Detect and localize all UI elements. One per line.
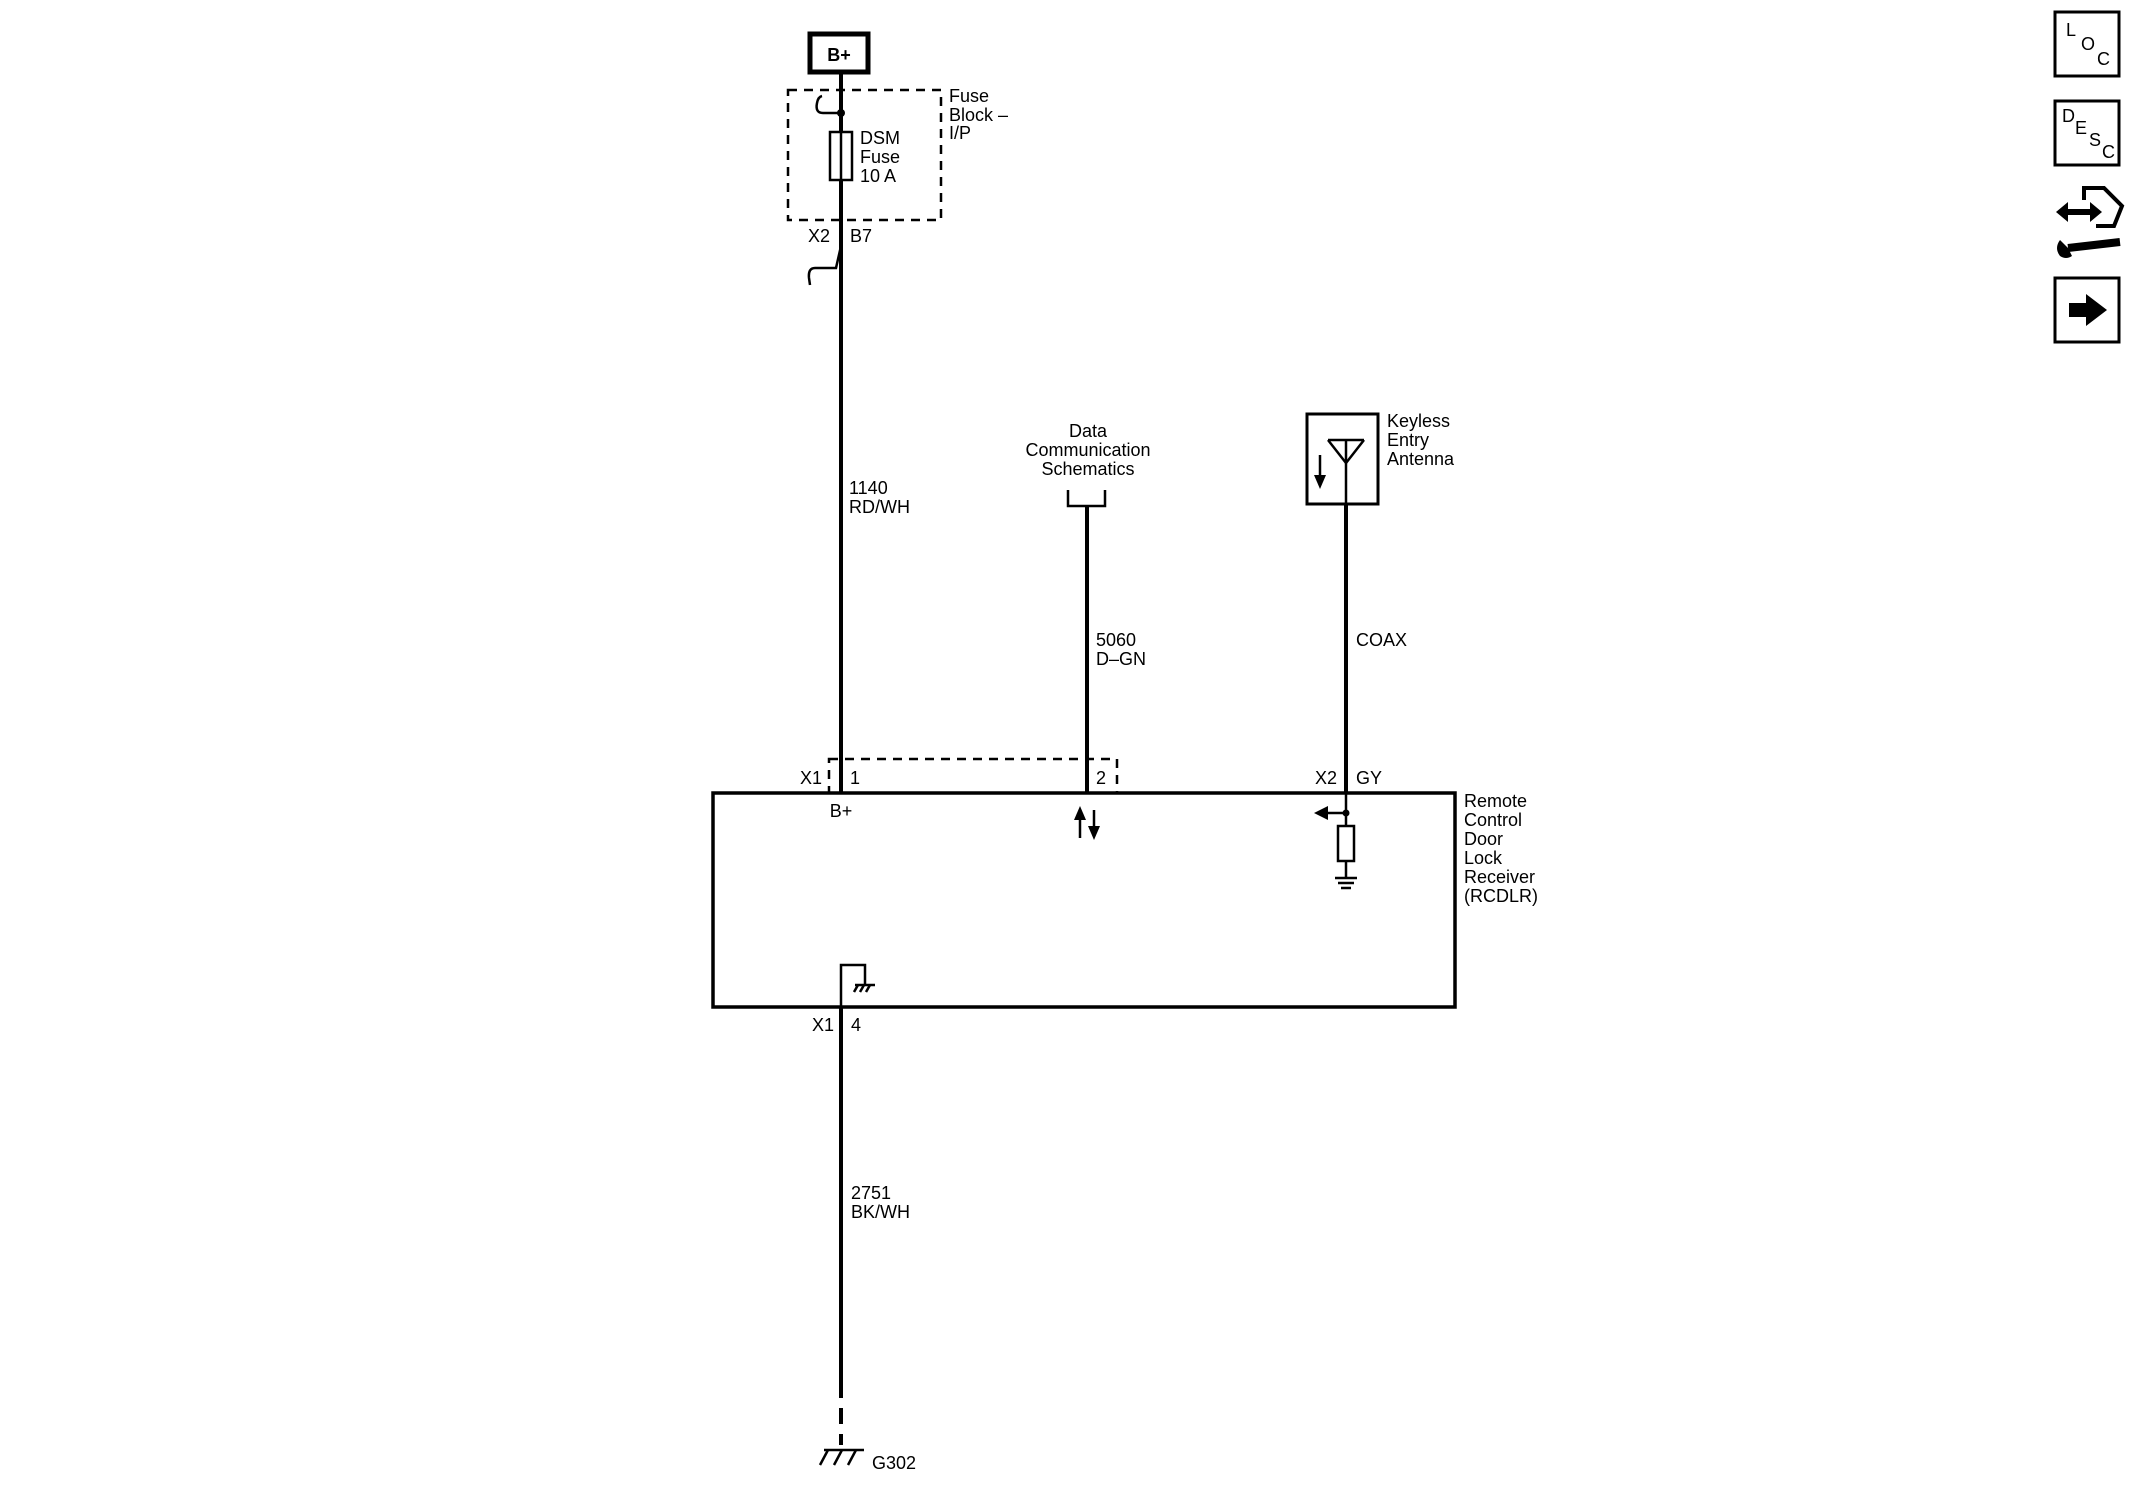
receiver-connector-x1-pin-1: 1 [850, 768, 860, 788]
antenna-line-2: Entry [1387, 430, 1429, 450]
description-letter-s: S [2089, 130, 2101, 150]
data-comm-line-1: Data [1069, 421, 1108, 441]
arrow-right-icon [2069, 294, 2107, 326]
description-letter-d: D [2062, 106, 2075, 126]
circuit-data-color: D–GN [1096, 649, 1146, 669]
fuse-block: Fuse Block – I/P [786, 86, 1008, 222]
receiver-power-pin-label: B+ [830, 801, 853, 821]
fuse-block-name-2: Block – [949, 105, 1008, 125]
antenna-line-3: Antenna [1387, 449, 1455, 469]
circuit-power-number: 1140 [849, 478, 888, 498]
fuse: DSM Fuse 10 A [828, 113, 900, 186]
receiver-connector-x2-id: X2 [1315, 768, 1337, 788]
receiver-ground-connector-id: X1 [812, 1015, 834, 1035]
fuse-block-name-1: Fuse [949, 86, 989, 106]
receiver-connector-x2-pin: GY [1356, 768, 1382, 788]
fuse-block-connector-pin: B7 [850, 226, 872, 246]
receiver-name-6: (RCDLR) [1464, 886, 1538, 906]
location-letter-o: O [2081, 34, 2095, 54]
receiver-connector-x1: X1 1 2 [800, 757, 1119, 795]
receiver-name-5: Receiver [1464, 867, 1535, 887]
receive-arrow-icon [1314, 455, 1326, 489]
description-letter-e: E [2075, 118, 2087, 138]
signal-arrow-left-icon [1314, 806, 1328, 820]
fuse-block-name-3: I/P [949, 123, 971, 143]
bidirectional-arrow-icon [1074, 806, 1100, 840]
diagnostic-button[interactable] [2056, 186, 2125, 258]
resistor-icon [1336, 824, 1356, 863]
circuit-data-number: 5060 [1096, 630, 1136, 650]
receiver-name-4: Lock [1464, 848, 1503, 868]
receiver-ground-connector: X1 4 [812, 1015, 861, 1035]
fuse-line-3: 10 A [860, 166, 896, 186]
chassis-ground-icon [1335, 876, 1357, 890]
ground-icon [818, 1448, 864, 1466]
circuit-ground-color: BK/WH [851, 1202, 910, 1222]
next-button[interactable] [2053, 276, 2121, 344]
receiver-connector-x2: X2 GY [1315, 768, 1382, 788]
ground-label: G302 [872, 1453, 916, 1473]
antenna: Keyless Entry Antenna [1305, 411, 1455, 506]
circuit-power-color: RD/WH [849, 497, 910, 517]
fuse-block-connector: X2 B7 [807, 226, 872, 286]
receiver-connector-x1-pin-2: 2 [1096, 768, 1106, 788]
power-source-label: B+ [827, 45, 851, 65]
internal-ground-icon [839, 963, 875, 1007]
fuse-line-1: DSM [860, 128, 900, 148]
data-comm-line-2: Communication [1025, 440, 1150, 460]
data-comm-reference[interactable]: Data Communication Schematics [1025, 421, 1151, 508]
fuse-block-connector-icon [807, 245, 843, 286]
ground-g302: G302 [818, 1448, 916, 1473]
data-comm-bracket-icon [1066, 490, 1107, 508]
description-letter-c: C [2102, 142, 2115, 162]
location-button[interactable]: L O C [2053, 10, 2121, 78]
circuit-ground-number: 2751 [851, 1183, 891, 1203]
receiver-name-1: Remote [1464, 791, 1527, 811]
fuse-block-connector-id: X2 [808, 226, 830, 246]
antenna-input-circuit [1314, 793, 1357, 890]
circuit-antenna-label: COAX [1356, 630, 1407, 650]
location-letter-l: L [2066, 20, 2076, 40]
receiver-name-3: Door [1464, 829, 1503, 849]
receiver-connector-x1-id: X1 [800, 768, 822, 788]
antenna-icon [1327, 438, 1365, 504]
power-source: B+ [807, 31, 871, 75]
receiver-module: B+ [711, 791, 1538, 1009]
fuse-inlet-connector-icon [815, 94, 841, 115]
location-letter-c: C [2097, 49, 2110, 69]
description-button[interactable]: D E S C [2053, 99, 2121, 167]
antenna-line-1: Keyless [1387, 411, 1450, 431]
receiver-ground-connector-pin: 4 [851, 1015, 861, 1035]
connector-wrench-icon [2056, 186, 2125, 258]
fuse-line-2: Fuse [860, 147, 900, 167]
receiver-name-2: Control [1464, 810, 1522, 830]
data-comm-line-3: Schematics [1041, 459, 1134, 479]
